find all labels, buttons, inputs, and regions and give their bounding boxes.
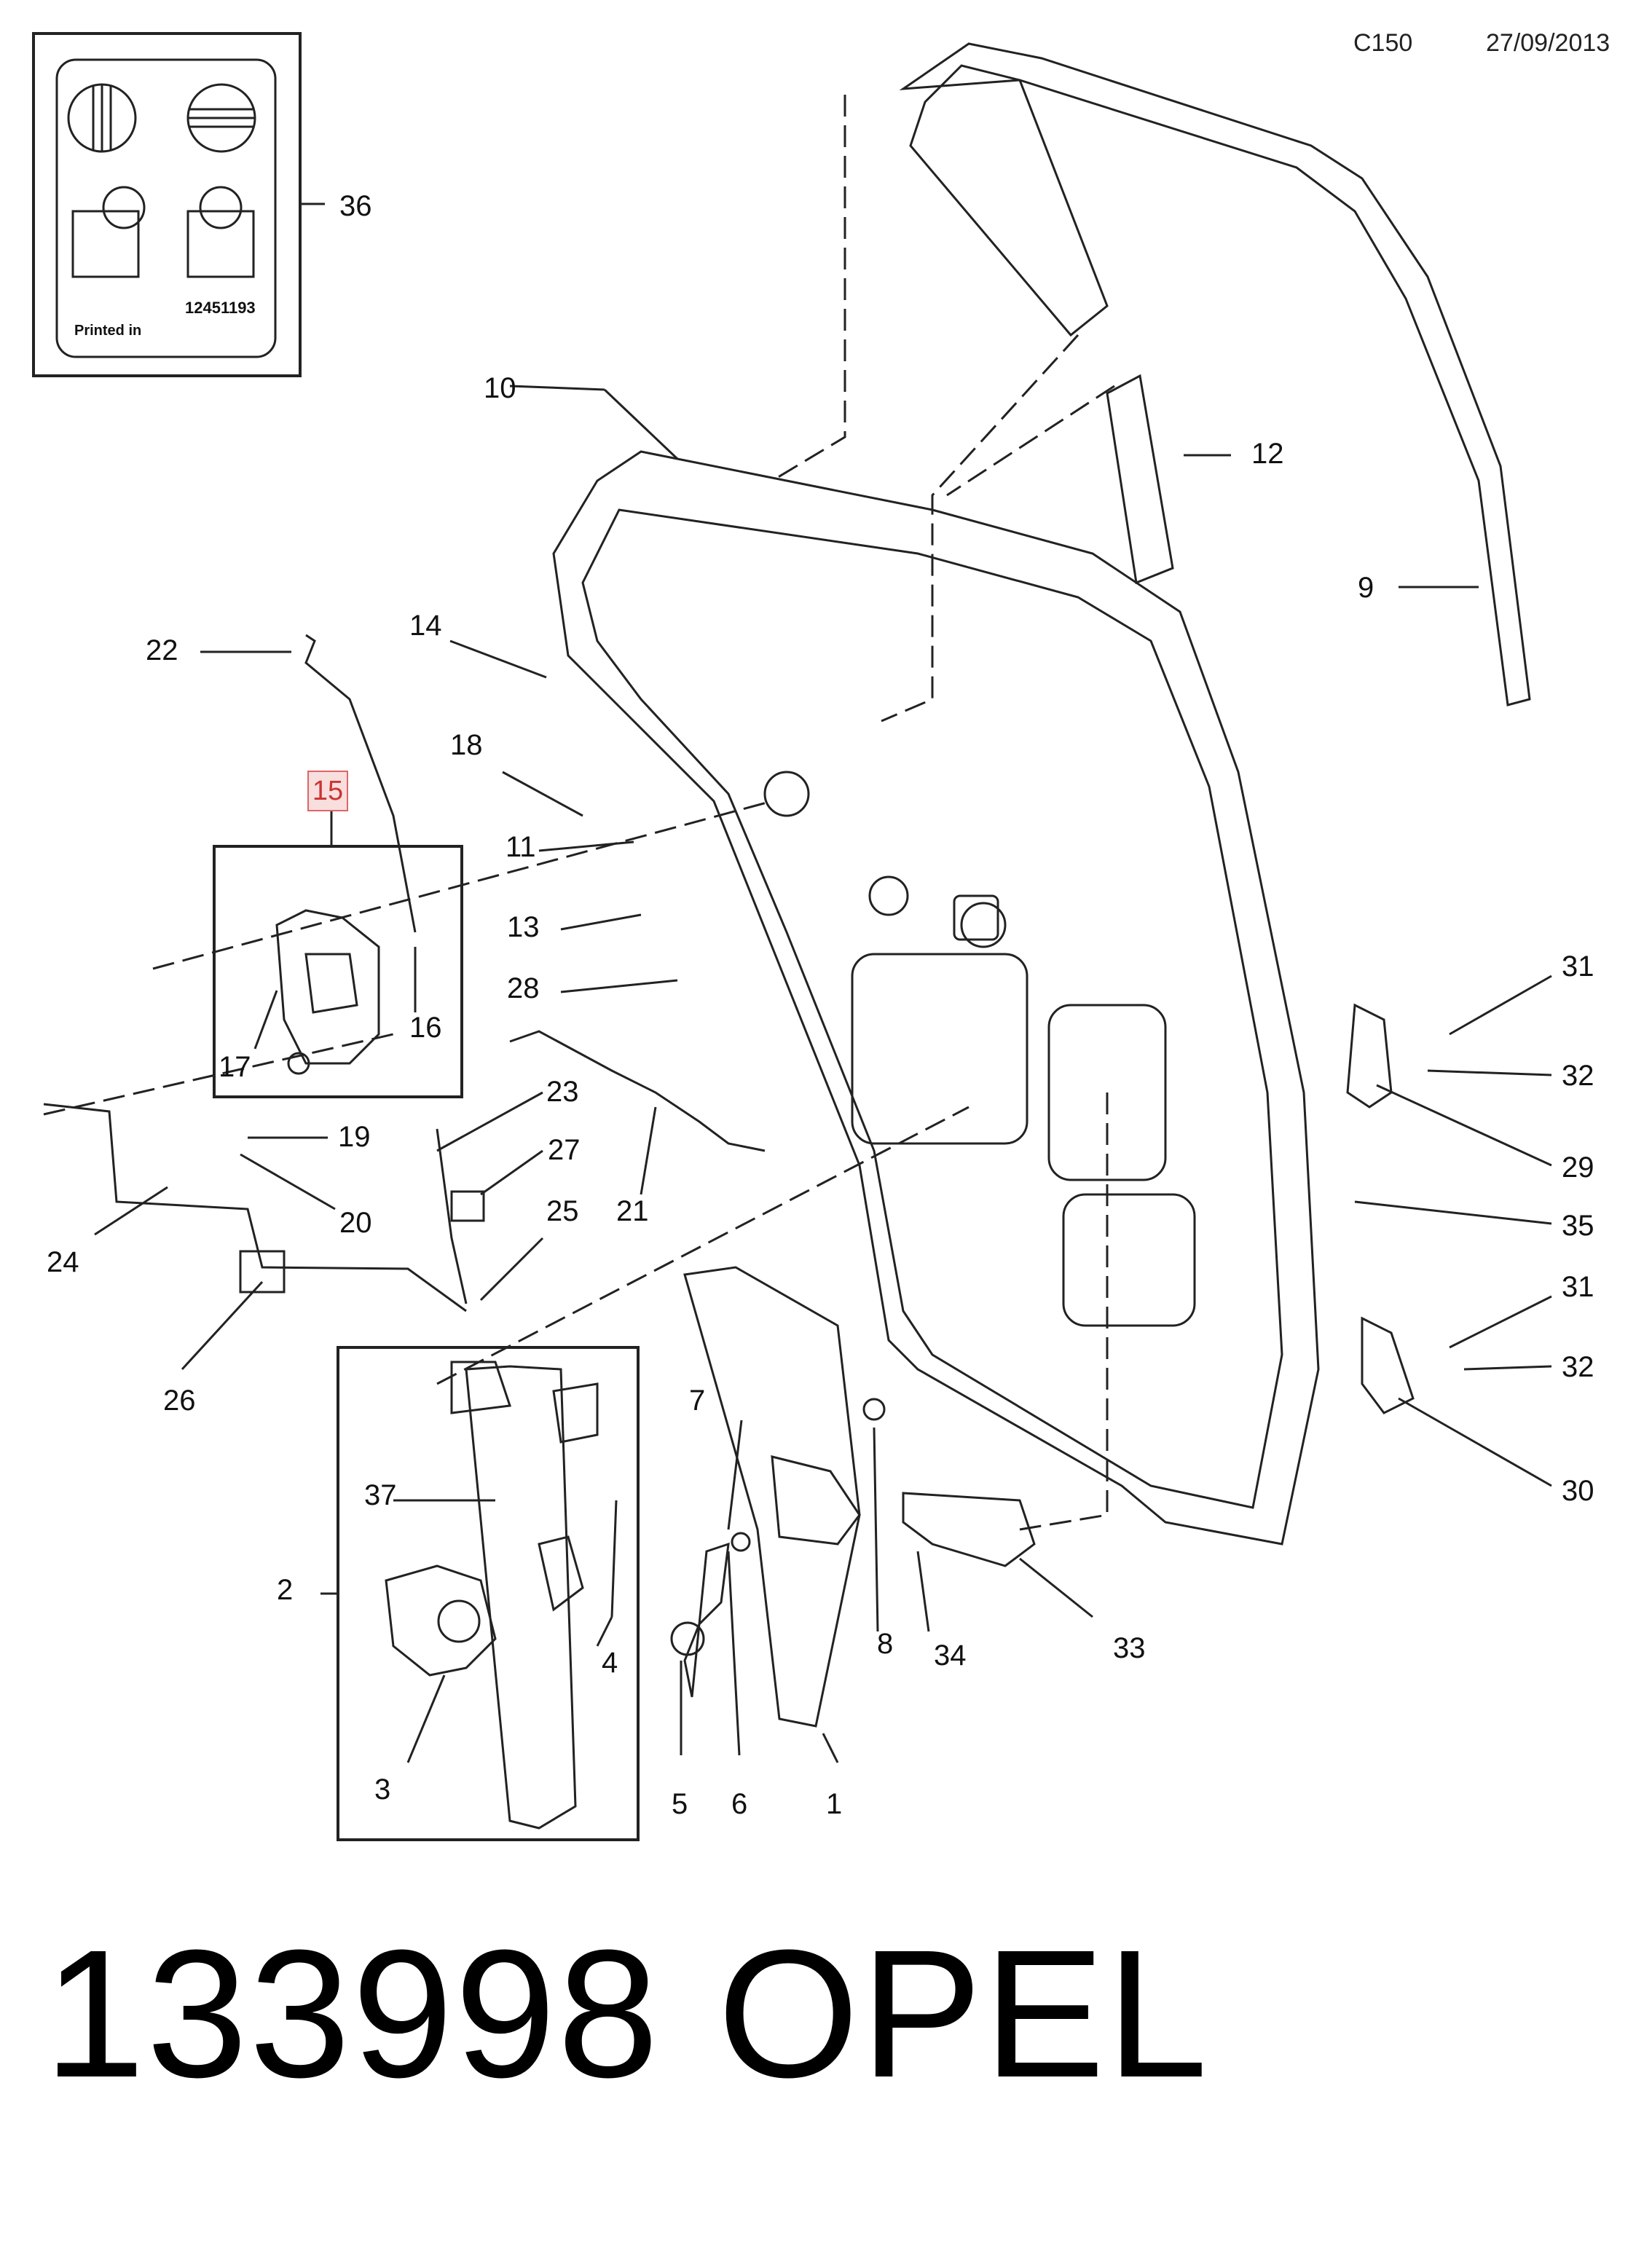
door-panel <box>552 450 1320 1546</box>
callout-18: 18 <box>450 729 483 761</box>
manual-regulator-1 <box>683 1266 861 1728</box>
door-panel-inner <box>581 508 1283 1509</box>
callout-2: 2 <box>277 1574 293 1606</box>
callout-32-lower: 32 <box>1562 1351 1594 1383</box>
door-lock-actuator <box>275 909 380 1065</box>
callout-25: 25 <box>546 1195 579 1227</box>
callout-8: 8 <box>877 1628 893 1660</box>
callout-30: 30 <box>1562 1475 1594 1507</box>
callout-37: 37 <box>364 1479 397 1511</box>
callout-20: 20 <box>339 1207 372 1239</box>
callout-14: 14 <box>409 610 442 642</box>
label-card <box>55 58 277 358</box>
hinge-29 <box>1346 1003 1393 1109</box>
callout-5: 5 <box>672 1788 688 1820</box>
foam-block-26 <box>239 1250 286 1294</box>
regulator-rail <box>465 1365 577 1830</box>
door-glass-run-channel <box>899 42 1531 706</box>
brand-name: OPEL <box>717 1912 1209 2115</box>
callout-9: 9 <box>1358 572 1374 604</box>
callout-17: 17 <box>219 1051 251 1083</box>
callout-21: 21 <box>616 1195 649 1227</box>
door-lock-frame <box>213 845 463 1098</box>
callout-31-upper: 31 <box>1562 950 1594 983</box>
catalog-number: 133998 <box>44 1912 661 2115</box>
label-printed-in: Printed in <box>74 323 141 339</box>
child-lock-unlocked-icon <box>71 210 140 278</box>
release-cable-21 <box>509 1030 766 1152</box>
callout-3: 3 <box>374 1773 390 1806</box>
fixed-quarter-glass <box>909 64 1109 337</box>
callout-34: 34 <box>934 1639 967 1672</box>
callout-31-lower: 31 <box>1562 1271 1594 1303</box>
speaker-opening <box>851 953 1028 1145</box>
callout-7: 7 <box>689 1385 705 1417</box>
callout-16: 16 <box>409 1012 442 1044</box>
callout-33: 33 <box>1113 1632 1146 1664</box>
rear-channel-12 <box>1106 374 1174 585</box>
callout-35: 35 <box>1562 1210 1594 1242</box>
callout-36: 36 <box>339 190 372 222</box>
washer-6 <box>731 1532 751 1552</box>
callout-12: 12 <box>1251 438 1284 470</box>
lock-rod-23 <box>436 1128 468 1304</box>
callout-4: 4 <box>602 1647 618 1679</box>
callout-29: 29 <box>1562 1151 1594 1184</box>
callout-27: 27 <box>548 1134 581 1166</box>
callout-24: 24 <box>47 1246 79 1278</box>
callout-6: 6 <box>731 1788 747 1820</box>
bolt-4 <box>610 1500 618 1618</box>
lock-rod-22 <box>304 634 417 933</box>
callout-26: 26 <box>163 1385 196 1417</box>
child-lock-locked-icon <box>186 210 255 278</box>
callout-23: 23 <box>546 1076 579 1108</box>
highlighted-part-15[interactable]: 15 <box>307 771 348 811</box>
label-card-frame <box>32 32 302 377</box>
inner-handle-rod-24 <box>43 1103 467 1312</box>
callout-11: 11 <box>506 831 536 863</box>
callout-22: 22 <box>146 634 178 666</box>
hinge-30 <box>1361 1316 1415 1414</box>
callout-19: 19 <box>338 1121 371 1153</box>
diagram-date: 27/09/2013 <box>1486 29 1610 57</box>
label-part-number: 12451193 <box>185 299 256 317</box>
clip-8 <box>862 1398 886 1421</box>
callout-32-upper: 32 <box>1562 1060 1594 1092</box>
callout-28: 28 <box>507 972 540 1004</box>
window-crank-5 <box>683 1542 730 1698</box>
callout-1: 1 <box>826 1788 842 1820</box>
foam-block-27 <box>450 1190 485 1222</box>
check-link-33 <box>902 1492 1036 1567</box>
diagram-code: C150 <box>1353 29 1413 57</box>
window-motor-3 <box>385 1564 497 1677</box>
callout-10: 10 <box>484 372 516 404</box>
callout-13: 13 <box>507 911 540 943</box>
